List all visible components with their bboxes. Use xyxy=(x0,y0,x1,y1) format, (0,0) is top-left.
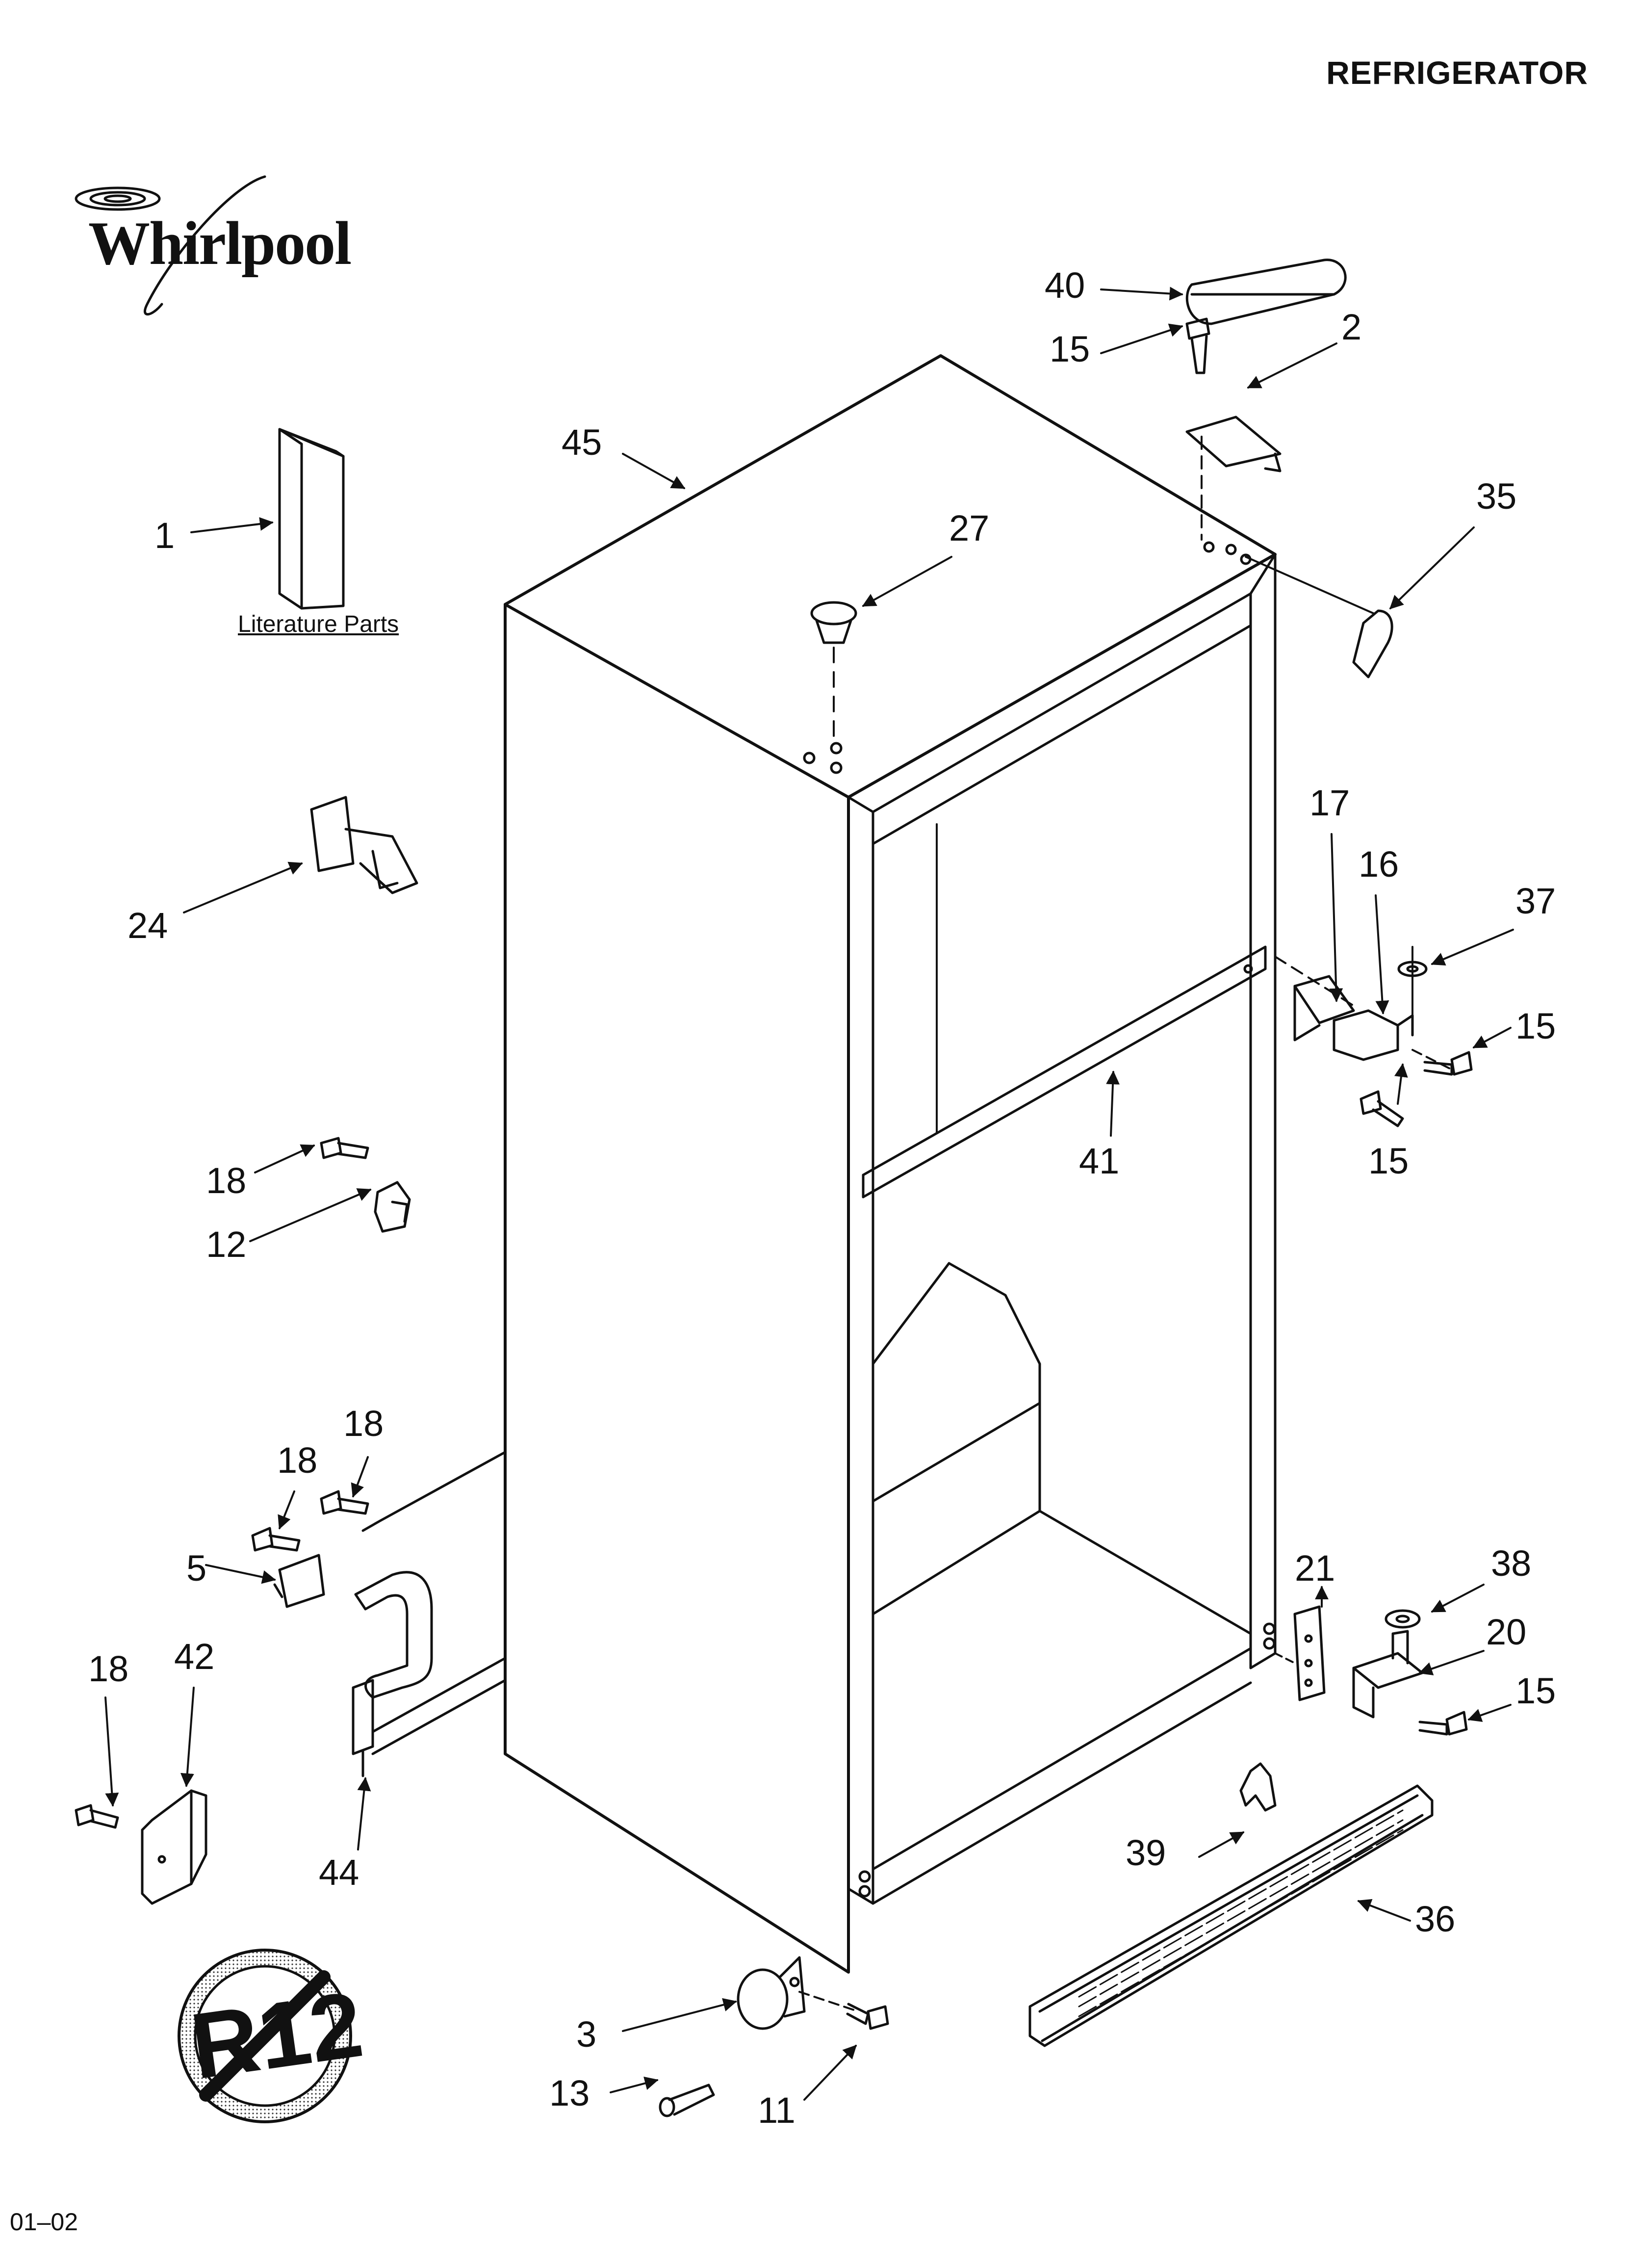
roller-3 xyxy=(737,1956,859,2030)
screw-18-a xyxy=(320,1137,369,1159)
part-number-37: 37 xyxy=(1515,881,1556,921)
hinge-cap-35 xyxy=(1245,556,1393,678)
part-number-38: 38 xyxy=(1491,1543,1532,1584)
bottom-hinge-20 xyxy=(1352,1630,1424,1719)
part-number-13: 13 xyxy=(549,2073,590,2113)
door-handle-bracket-5 xyxy=(273,1554,325,1608)
part-number-1: 1 xyxy=(154,515,175,556)
part-number-21: 21 xyxy=(1295,1548,1335,1589)
part-number-15-bottom: 15 xyxy=(1515,1670,1556,1711)
part-number-15-right: 15 xyxy=(1515,1006,1556,1046)
screw-18-c xyxy=(320,1490,369,1515)
part-number-39: 39 xyxy=(1126,1832,1166,1873)
screw-18-b xyxy=(251,1527,301,1552)
cabinet-45 xyxy=(504,354,1277,1974)
part-number-20: 20 xyxy=(1486,1612,1527,1652)
screw-15-bottom xyxy=(1418,1711,1468,1736)
part-number-2: 2 xyxy=(1341,307,1362,347)
part-number-24: 24 xyxy=(128,905,168,946)
screw-15-lower-mid xyxy=(1360,1090,1404,1127)
leader-arrows xyxy=(104,287,1514,2101)
part-number-15-lower: 15 xyxy=(1368,1141,1409,1181)
document-code: 01–02 xyxy=(10,2208,78,2236)
part-number-44: 44 xyxy=(319,1852,359,1893)
part-number-36: 36 xyxy=(1415,1899,1456,1939)
part-number-18-a: 18 xyxy=(206,1160,247,1201)
part-number-40: 40 xyxy=(1045,265,1085,306)
whirlpool-logo-swirl-icon xyxy=(75,175,266,316)
part-number-15-top: 15 xyxy=(1050,329,1090,369)
part-number-17: 17 xyxy=(1309,782,1350,823)
screw-18-d xyxy=(75,1804,119,1829)
whirlpool-logo: Whirlpool xyxy=(88,209,352,278)
part-number-18-b: 18 xyxy=(343,1403,384,1444)
part-number-12: 12 xyxy=(206,1224,247,1265)
part-number-18-d: 18 xyxy=(88,1648,129,1689)
part-number-42: 42 xyxy=(174,1636,215,1677)
plug-27 xyxy=(810,601,857,747)
hinge-bracket-21 xyxy=(1274,1605,1326,1701)
center-hinge-16 xyxy=(1333,946,1414,1061)
part-number-41: 41 xyxy=(1079,1141,1120,1181)
clip-39 xyxy=(1239,1762,1277,1812)
crossbar-41 xyxy=(862,945,1267,1199)
top-hinge-2 xyxy=(1185,416,1282,541)
literature-parts-label: Literature Parts xyxy=(238,611,399,637)
r12-prohibited-icon xyxy=(178,1949,352,2123)
base-grille-36 xyxy=(1028,1784,1434,2047)
part-number-27: 27 xyxy=(949,508,990,548)
hinge-shim-17 xyxy=(1274,956,1355,1042)
bracket-12 xyxy=(374,1181,411,1233)
screw-15-top xyxy=(1185,317,1210,374)
washer-37 xyxy=(1397,961,1428,977)
part-number-11: 11 xyxy=(758,2090,795,2131)
washer-38 xyxy=(1385,1609,1421,1629)
hinge-cover-40 xyxy=(1185,259,1347,325)
part-number-3: 3 xyxy=(576,2014,597,2055)
door-stop-24 xyxy=(310,796,418,894)
page-title: REFRIGERATOR xyxy=(1326,54,1588,91)
part-number-45: 45 xyxy=(562,422,602,463)
part-number-18-c: 18 xyxy=(277,1440,318,1481)
screw-15-mid xyxy=(1411,1049,1473,1076)
cover-42 xyxy=(141,1789,207,1905)
screw-11 xyxy=(846,2003,889,2030)
handle-44 xyxy=(352,1451,507,1777)
part-number-35: 35 xyxy=(1476,476,1517,517)
axle-pin-13 xyxy=(659,2084,715,2117)
literature-parts-1 xyxy=(278,428,345,610)
part-number-5: 5 xyxy=(186,1548,207,1589)
part-number-16: 16 xyxy=(1359,844,1399,885)
